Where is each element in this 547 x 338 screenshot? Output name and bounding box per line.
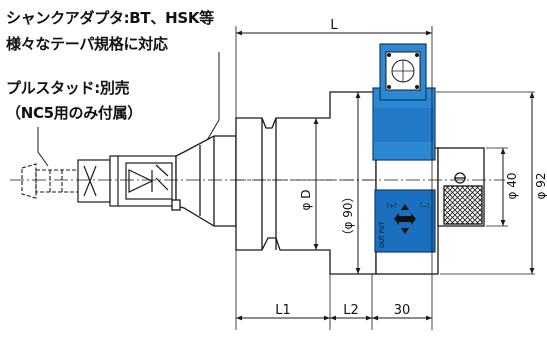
top-unit	[372, 43, 436, 161]
dim-l1: L1	[275, 303, 291, 318]
display-plus-label: （+）	[383, 203, 400, 210]
extension-lines	[235, 26, 535, 330]
flange	[235, 91, 377, 275]
pull-stud-leader	[37, 127, 49, 167]
pull-stud-note-line1: プルスタッド:別売	[6, 79, 130, 97]
display-minus-label: （−）	[416, 203, 433, 210]
dimension-lines	[236, 30, 535, 321]
output-display: （+） （−） OUT PUT	[374, 189, 436, 253]
dim-overall-length: L	[330, 18, 338, 33]
dim-l2: L2	[343, 303, 359, 318]
dim-dia-40: φ 40	[505, 173, 519, 200]
dim-dia-92: φ 92	[534, 173, 547, 200]
dim-dia-d: φ D	[299, 190, 313, 211]
shank-adapter-note-line1: シャンクアダプタ:BT、HSK等	[6, 9, 214, 27]
display-output-label: OUT PUT	[379, 221, 386, 248]
taper-shank	[171, 135, 237, 227]
pull-stud	[21, 163, 81, 199]
dim-dia-90: （φ 90）	[341, 190, 355, 241]
pull-stud-note-line2: （NC5用のみ付属）	[6, 104, 142, 122]
shank-adapter-note-line2: 様々なテーパ規格に対応	[6, 35, 168, 53]
draw-bar	[77, 155, 177, 207]
dim-30: 30	[394, 303, 411, 318]
